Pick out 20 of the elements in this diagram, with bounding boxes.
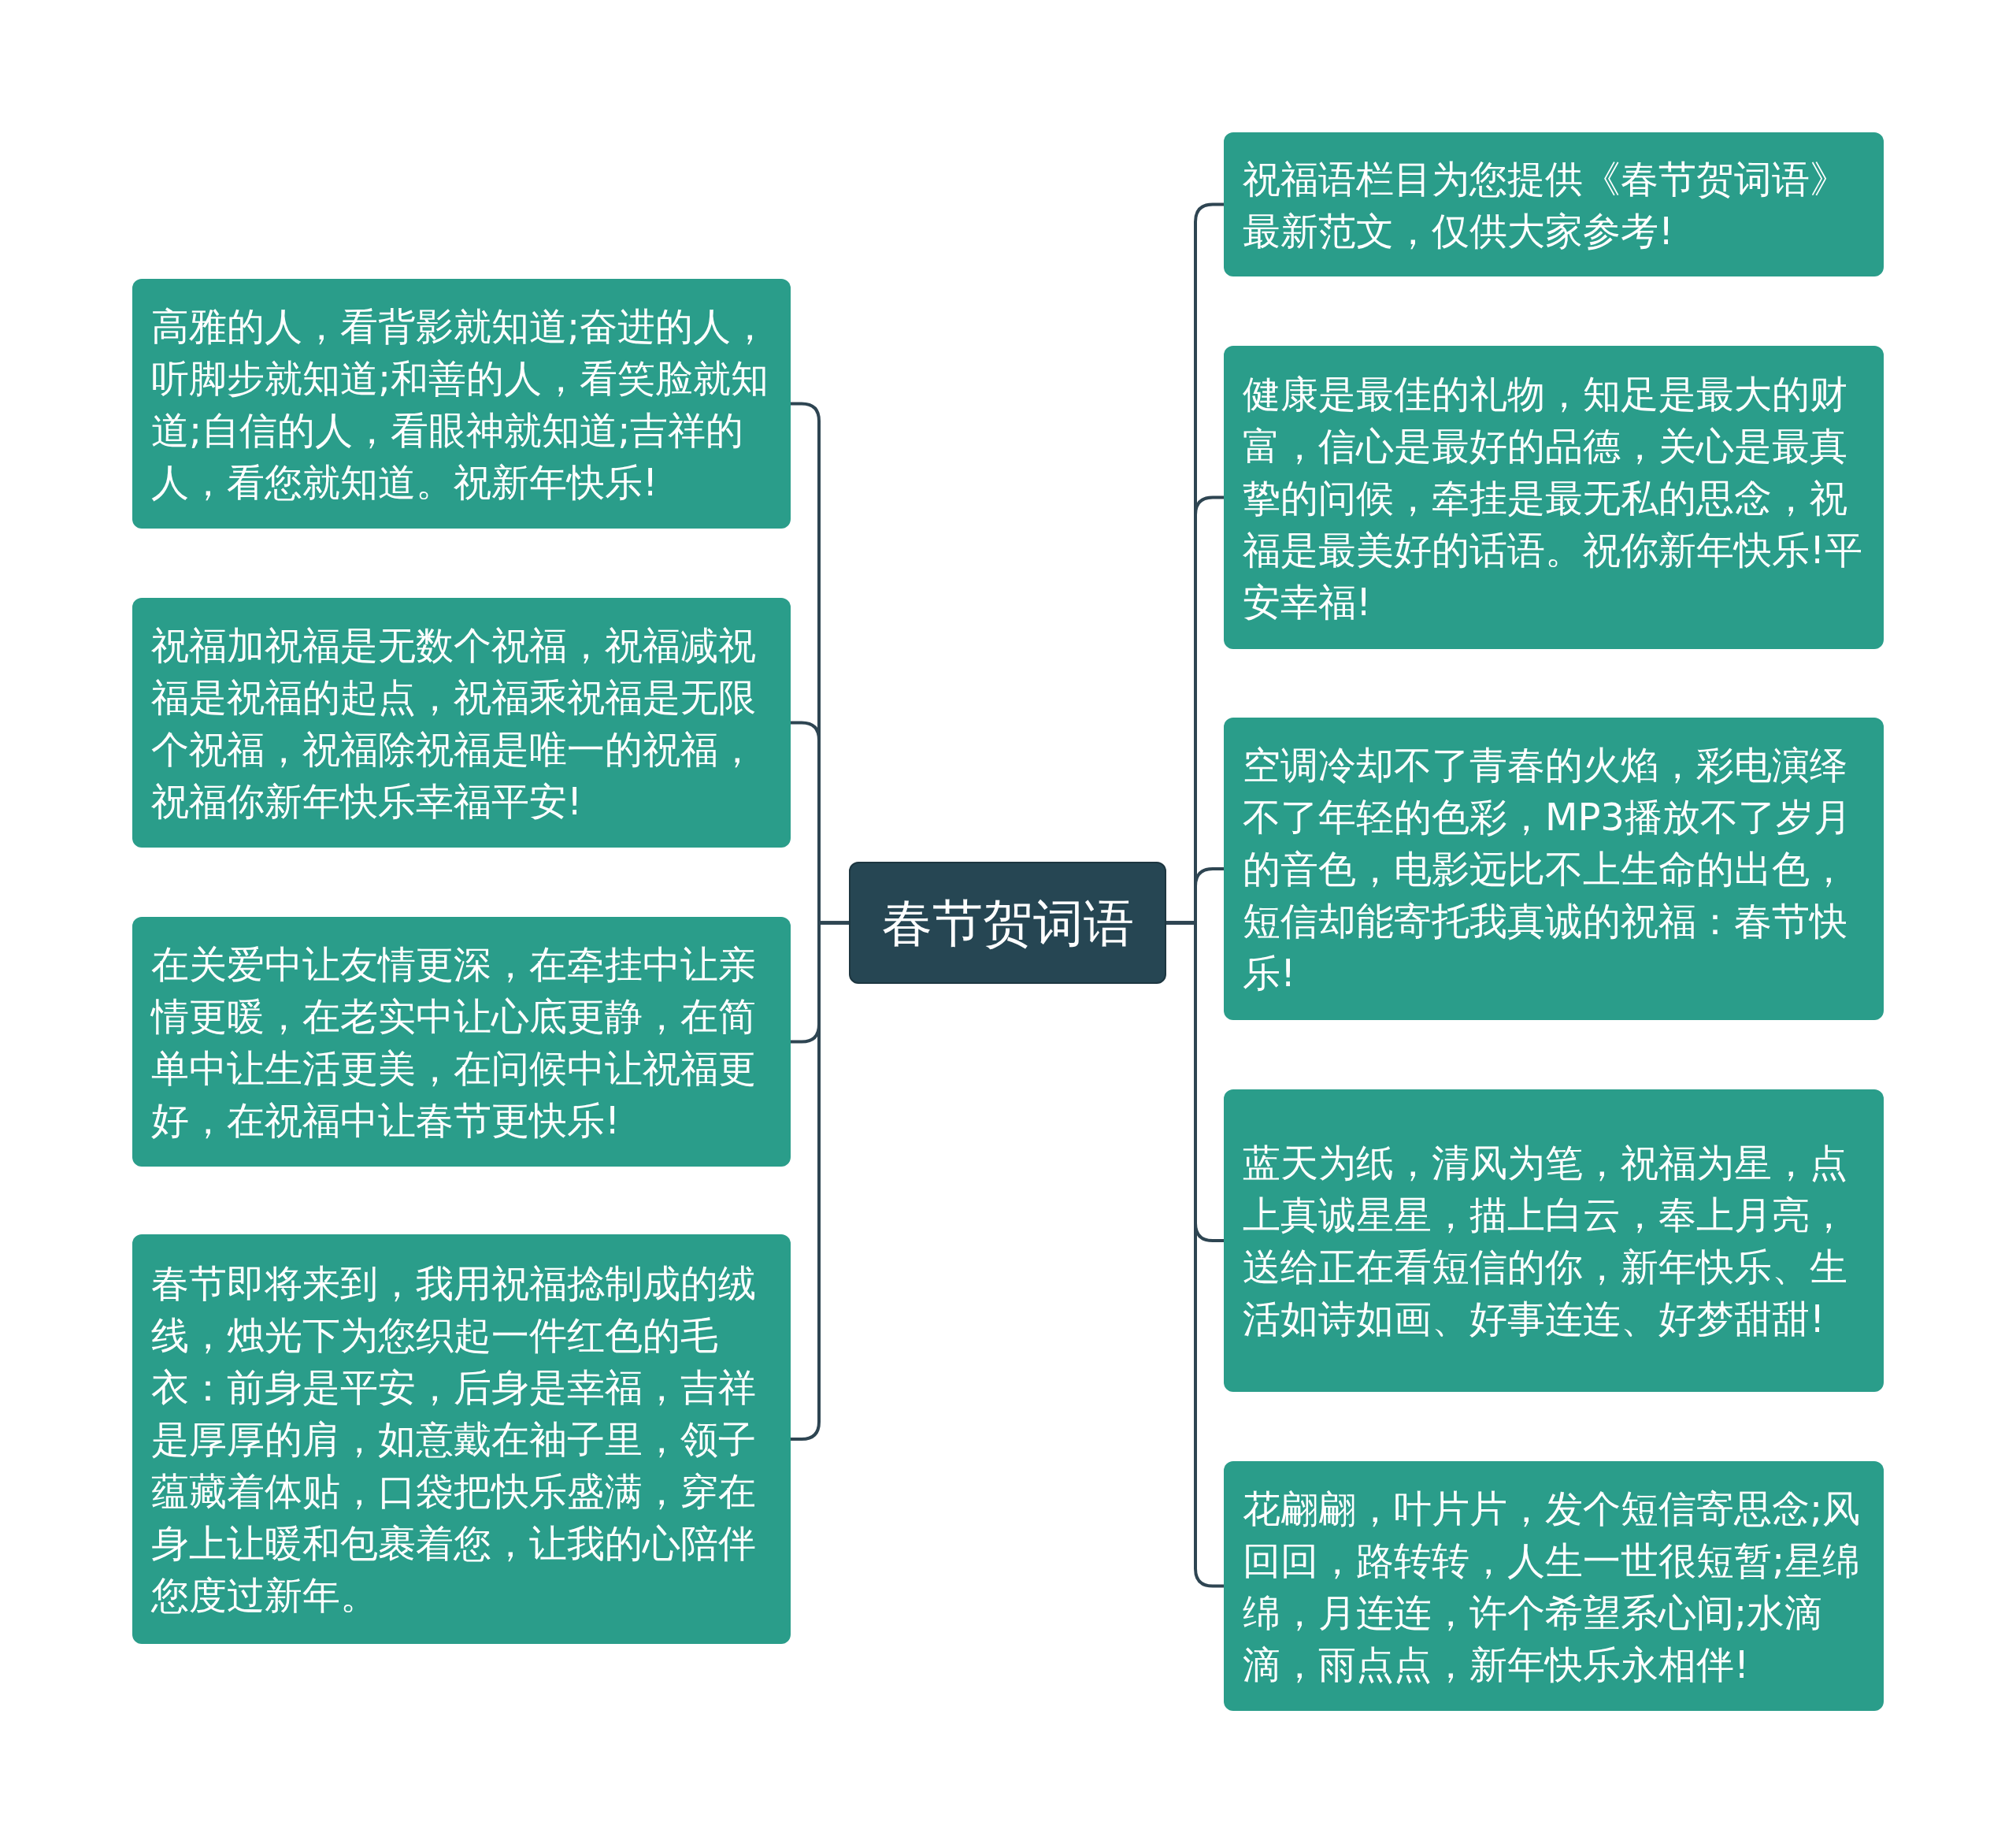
topic-title: 春节贺词语: [881, 892, 1134, 954]
central-topic-box: [849, 862, 1166, 984]
topic-text: 蓝天为纸，清风为笔，祝福为星，点上真诚星星，描上白云，奉上月亮，送给正在看短信的你，新年快乐、生活如诗如画、好事连连、好梦甜甜!: [1243, 1140, 1848, 1342]
topic-box: [132, 598, 791, 848]
topic-box: [132, 1234, 791, 1644]
topic-text: 春节即将来到，我用祝福捻制成的绒线，烛光下为您织起一件红色的毛衣：前身是平安，后身是幸福，吉祥是厚厚的肩，如意戴在袖子里，领子蕴藏着体贴，口袋把快乐盛满，穿在身上让暖和包裹着您，让我的心陪伴您度过新年。: [151, 1260, 757, 1619]
topic-text: 祝福加祝福是无数个祝福，祝福减祝福是祝福的起点，祝福乘祝福是无限个祝福，祝福除祝福是唯一的祝福，祝福你新年快乐幸福平安!: [151, 621, 757, 825]
topic-box: [1224, 132, 1884, 276]
topic-text: 健康是最佳的礼物，知足是最大的财富，信心是最好的品德，关心是最真挚的问候，牵挂是最无私的思念，祝福是最美好的话语。祝你新年快乐!平安幸福!: [1243, 370, 1864, 625]
topic-text: 在关爱中让友情更深，在牵挂中让亲情更暖，在老实中让心底更静，在简单中让生活更美，在问候中让祝福更好，在祝福中让春节更快乐!: [151, 941, 757, 1144]
topic-box: [1224, 718, 1884, 1020]
topic-box: [1224, 346, 1884, 649]
topic-box: [1224, 1461, 1884, 1711]
topic-text: 高雅的人，看背影就知道;奋进的人，听脚步就知道;和善的人，看笑脸就知道;自信的人，看眼神就知道;吉祥的人，看您就知道。祝新年快乐!: [151, 302, 770, 506]
topic-text: 花翩翩，叶片片，发个短信寄思念;风回回，路转转，人生一世很短暂;星绵绵，月连连，许个希望系心间;水滴滴，雨点点，新年快乐永相伴!: [1243, 1485, 1862, 1688]
topic-text: 空调冷却不了青春的火焰，彩电演绎不了年轻的色彩，MP3播放不了岁月的音色，电影远比不上生命的出色，短信却能寄托我真诚的祝福：春节快乐!: [1243, 742, 1852, 996]
topic-text: 祝福语栏目为您提供《春节贺词语》最新范文，仅供大家参考!: [1243, 155, 1848, 254]
topic-box: [1224, 1089, 1884, 1392]
topic-box: [132, 917, 791, 1167]
topic-box: [132, 279, 791, 529]
